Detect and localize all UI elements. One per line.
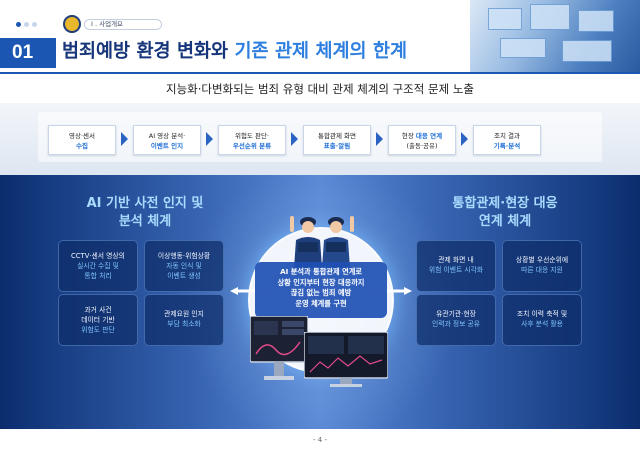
center-line-1: AI 분석과 통합관제 연계로	[280, 267, 362, 276]
flow-arrow-icon	[291, 132, 298, 146]
flow-step-2-line1: AI 영상 분석·	[148, 132, 186, 140]
left-card-4: 관제요원 인지 부담 최소화	[144, 294, 224, 346]
left-card-2-line1: 이상행동·위험상황	[157, 252, 211, 260]
left-card-4-line2: 부담 최소화	[167, 320, 201, 328]
page-subtitle: 지능화·다변화되는 범죄 유형 대비 관제 체계의 구조적 문제 노출	[166, 82, 474, 96]
flow-step-6-line2: 기록·분석	[493, 142, 521, 150]
left-card-1: CCTV·센서 영상의 실시간 수집 및 통합 처리	[58, 240, 138, 292]
flow-step-3-line2: 우선순위 분류	[232, 142, 272, 150]
flow-step-3: 위험도 판단· 우선순위 분류	[218, 125, 286, 155]
flow-step-5: 현장 대응 연계 (출동·공유)	[388, 125, 456, 155]
flow-step-1-line1: 영상·센서	[69, 132, 95, 140]
left-arrow-icon	[230, 287, 272, 295]
left-card-1-line1: CCTV·센서 영상의	[71, 252, 125, 260]
right-card-2-line1: 상황별 우선순위에	[515, 256, 569, 264]
flow-step-4-line2: 표출·알림	[323, 142, 351, 150]
right-card-2: 상황별 우선순위에 따른 대응 지원	[502, 240, 582, 292]
section-indicator-dots	[16, 22, 37, 27]
right-card-1-line2: 위험 이벤트 시각화	[428, 266, 484, 274]
center-message: AI 분석과 통합관제 연계로 상황 인지부터 현장 대응까지 끊김 없는 범죄…	[262, 267, 380, 309]
flow-step-1-line2: 수집	[76, 142, 88, 150]
flow-step-6-line1: 조치 결과	[494, 132, 520, 140]
flow-step-5-line1-text: 현장	[401, 132, 416, 140]
flow-arrow-icon	[376, 132, 383, 146]
right-card-4: 조치 이력 축적 및 사후 분석 활용	[502, 294, 582, 346]
flow-arrow-icon	[461, 132, 468, 146]
center-line-2: 상황 인지부터 현장 대응까지	[277, 277, 365, 287]
page-title: 범죄예방 환경 변화와 기존 관제 체계의 한계	[62, 38, 407, 66]
section-tag: Ⅰ . 사업개요	[84, 19, 162, 30]
right-card-2-line2: 따른 대응 지원	[521, 266, 563, 274]
left-card-3: 과거 사건 데이터 기반 위험도 판단	[58, 294, 138, 346]
left-title-line2: 분석 체계	[118, 214, 172, 229]
left-card-3-line1: 과거 사건	[84, 306, 112, 314]
dashboard-monitor-2	[304, 332, 388, 387]
left-card-1-line2: 실시간 수집 및	[77, 262, 119, 270]
page-number: - 4 -	[313, 436, 327, 444]
left-card-3-line2: 데이터 기반	[81, 316, 115, 324]
right-card-3-line2: 인력과 정보 공유	[431, 320, 481, 328]
flow-step-2: AI 영상 분석· 이벤트 인지	[133, 125, 201, 155]
right-card-1-line1: 관제 화면 내	[438, 256, 474, 264]
left-card-1-line3: 통합 처리	[84, 272, 112, 280]
flow-step-5-line1: 현장 대응 연계	[389, 131, 455, 141]
right-card-4-line2: 사후 분석 활용	[521, 320, 563, 328]
police-emblem-icon	[63, 15, 81, 33]
right-title-line1: 통합관제·현장 대응	[452, 196, 558, 211]
right-card-3-line1: 유관기관·현장	[436, 310, 476, 318]
flow-step-2-line2: 이벤트 인지	[150, 142, 184, 150]
flow-step-4-line1: 통합관제 화면	[318, 132, 356, 140]
flow-step-3-line1: 위험도 판단·	[234, 132, 270, 140]
flow-step-6: 조치 결과 기록·분석	[473, 125, 541, 155]
right-arrow-icon	[370, 287, 412, 295]
center-line-3: 끊김 없는 범죄 예방	[290, 288, 352, 297]
center-line-4: 운영 체계를 구현	[295, 298, 347, 308]
left-card-2-line3: 이벤트 생성	[167, 272, 201, 280]
left-card-3-line3: 위험도 판단	[81, 326, 115, 334]
flow-step-5-highlight: 대응 연계	[415, 132, 443, 140]
flow-arrow-icon	[206, 132, 213, 146]
page-header: 01 Ⅰ . 사업개요 범죄예방 환경 변화와 기존 관제 체계의 한계	[0, 0, 640, 72]
title-part-1: 범죄예방 환경 변화와	[62, 41, 235, 62]
center-message-box	[255, 262, 387, 318]
flow-step-1: 영상·센서 수집	[48, 125, 116, 155]
header-control-room-image	[470, 0, 640, 72]
header-divider	[0, 72, 640, 74]
title-part-2: 기존 관제 체계의 한계	[234, 41, 408, 62]
flow-step-5-line2: (출동·공유)	[406, 142, 438, 150]
left-card-2: 이상행동·위험상황 자동 인식 및 이벤트 생성	[144, 240, 224, 292]
right-card-3: 유관기관·현장 인력과 정보 공유	[416, 294, 496, 346]
police-officers-illustration	[290, 216, 354, 268]
left-section-title: AI 기반 사전 인지 및 분석 체계	[55, 195, 235, 231]
section-number: 01	[0, 38, 56, 68]
footer	[0, 429, 640, 456]
dashboard-monitor-1	[250, 316, 308, 380]
right-card-4-line1: 조치 이력 축적 및	[516, 310, 568, 318]
right-section-title: 통합관제·현장 대응 연계 체계	[405, 195, 605, 231]
right-title-line2: 연계 체계	[478, 214, 532, 229]
left-title-line1: AI 기반 사전 인지 및	[86, 196, 204, 211]
left-card-4-line1: 관제요원 인지	[164, 310, 204, 318]
right-card-1: 관제 화면 내 위험 이벤트 시각화	[416, 240, 496, 292]
left-card-2-line2: 자동 인식 및	[166, 262, 202, 270]
flow-step-4: 통합관제 화면 표출·알림	[303, 125, 371, 155]
flow-arrow-icon	[121, 132, 128, 146]
